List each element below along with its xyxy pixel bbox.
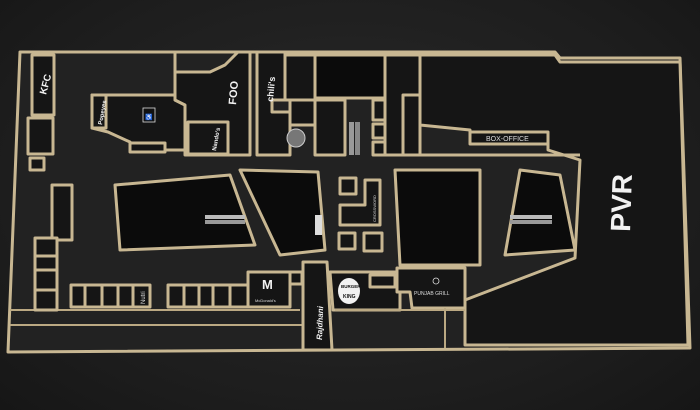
atrium-void [393, 168, 482, 267]
store-label: BURGER [341, 284, 361, 289]
store-unit[interactable] [33, 236, 59, 258]
store-unit[interactable] [228, 283, 250, 309]
store-unit[interactable] [83, 283, 104, 309]
store-unit[interactable] [371, 98, 387, 122]
box-office[interactable]: BOX-OFFICE [468, 130, 550, 146]
store-unit[interactable] [288, 270, 304, 286]
store-unit[interactable] [371, 140, 387, 157]
store-label: McDonald's [255, 298, 276, 303]
store-mcdonalds[interactable]: M McDonald's [246, 270, 292, 309]
store-logo-round [286, 128, 306, 148]
store-unit[interactable] [371, 122, 387, 140]
store-unit[interactable] [100, 283, 120, 309]
escalator-icon [510, 215, 552, 224]
store-label: KING [343, 294, 356, 300]
svg-text:♿: ♿ [145, 113, 153, 121]
store-rajdhani[interactable]: Rajdhani [301, 260, 334, 352]
kiosk[interactable] [338, 176, 358, 196]
store-label: Popeyes [98, 99, 108, 125]
escalator-icon [205, 215, 245, 224]
mcdonalds-logo: M [262, 277, 273, 292]
store-unit[interactable] [313, 98, 347, 157]
store-nandos[interactable]: Nando's [186, 120, 230, 156]
store-label: Rajdhani [315, 305, 325, 340]
kiosk[interactable] [362, 231, 384, 253]
store-label: KFC [38, 73, 54, 96]
store-unit[interactable] [313, 53, 387, 100]
store-unit[interactable] [69, 283, 87, 309]
shop-row: Nutri [69, 283, 250, 309]
punjab-grill-emblem-icon [432, 277, 440, 285]
atrium-void [113, 173, 257, 252]
store-label: Nando's [212, 127, 222, 152]
store-unit[interactable] [33, 254, 59, 272]
atrium-void [503, 168, 577, 257]
store-small[interactable] [26, 116, 55, 156]
store-unit[interactable] [116, 283, 135, 309]
escalator-icon [349, 122, 360, 155]
store-unit[interactable] [197, 283, 215, 309]
store-unit[interactable] [182, 283, 201, 309]
restroom-icon: ♿ [142, 107, 156, 123]
signage [315, 215, 322, 235]
atrium-void [238, 168, 327, 257]
store-label: PUNJAB GRILL [414, 291, 450, 297]
box-office-label: BOX-OFFICE [486, 136, 529, 143]
store-unit[interactable] [401, 93, 422, 157]
store-small[interactable] [128, 141, 167, 154]
store-unit[interactable] [368, 273, 397, 289]
store-label: CROSSWORD [372, 195, 377, 222]
store-unit[interactable] [33, 268, 59, 292]
store-unit[interactable] [50, 183, 74, 242]
store-unit[interactable] [283, 53, 317, 102]
store-kfc[interactable]: KFC [30, 53, 56, 117]
store-nutri[interactable]: Nutri [131, 283, 152, 309]
store-label: FOO [227, 80, 241, 105]
store-unit[interactable] [33, 288, 59, 312]
store-small[interactable] [28, 156, 46, 172]
store-unit[interactable] [288, 98, 317, 127]
store-label: PVR [605, 174, 638, 233]
store-unit[interactable] [166, 283, 186, 309]
store-punjab-grill[interactable]: PUNJAB GRILL [395, 266, 467, 310]
kiosk[interactable] [337, 231, 357, 251]
store-label: chili's [265, 76, 277, 102]
store-unit[interactable] [211, 283, 232, 309]
burger-king-logo [338, 278, 360, 304]
store-crossword[interactable]: CROSSWORD [338, 178, 382, 227]
store-label: Nutri [141, 291, 147, 304]
